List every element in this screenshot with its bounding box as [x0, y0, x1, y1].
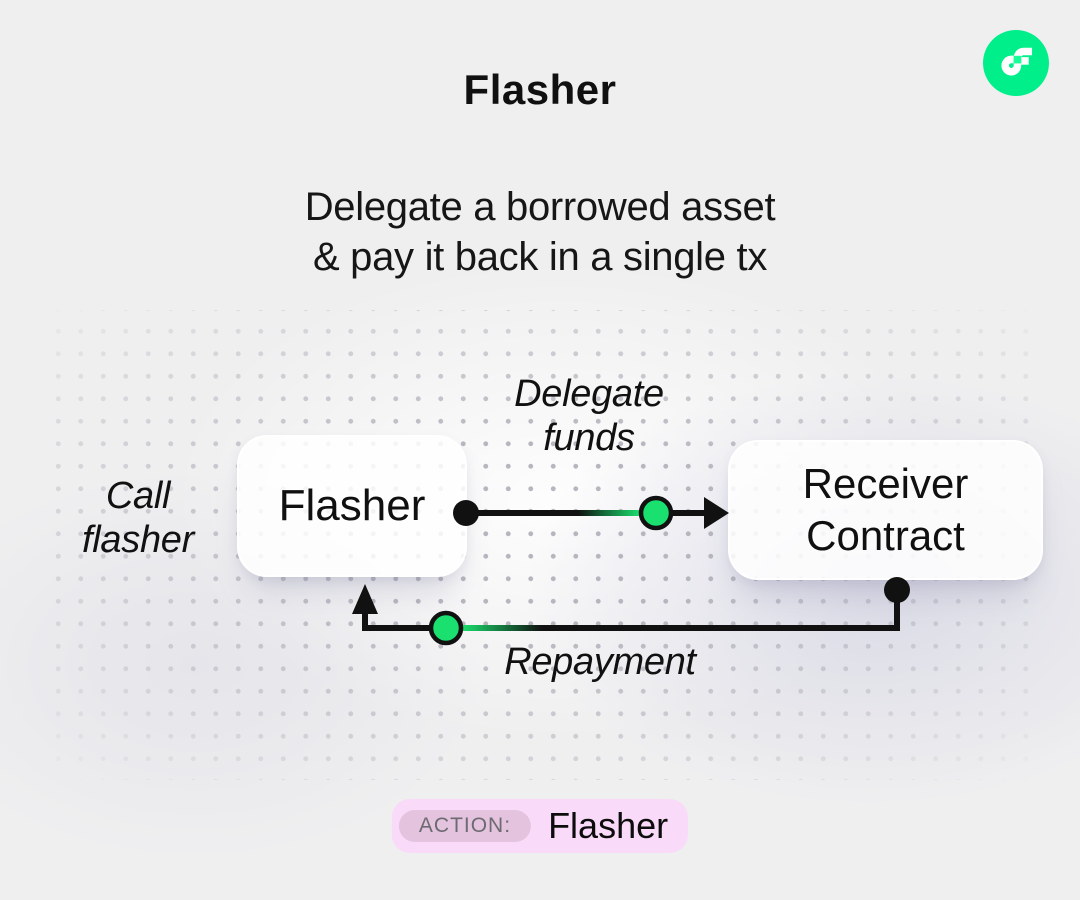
call-flasher-line-2: flasher — [82, 519, 194, 561]
flow-logo-icon — [983, 30, 1049, 96]
flow-logo-svg — [983, 30, 1049, 96]
delegate-funds-line-2: funds — [543, 417, 635, 459]
receiver-contract-node: Receiver Contract — [728, 440, 1043, 580]
subtitle-line-2: & pay it back in a single tx — [312, 235, 768, 279]
receiver-node-line-1: Receiver — [802, 460, 969, 507]
page-title: Flasher — [463, 66, 617, 113]
page-subtitle: Delegate a borrowed asset & pay it back … — [0, 182, 1080, 282]
receiver-node-label: Receiver Contract — [803, 458, 969, 562]
call-flasher-line-1: Call — [105, 475, 171, 517]
delegate-funds-label: Delegate funds — [489, 372, 689, 460]
receiver-node-line-2: Contract — [806, 512, 965, 559]
flasher-node: Flasher — [237, 435, 467, 577]
delegate-funds-line-1: Delegate — [514, 373, 664, 415]
action-badge: ACTION: Flasher — [391, 799, 689, 853]
action-value: Flasher — [548, 805, 669, 846]
flasher-node-label: Flasher — [278, 481, 426, 530]
repayment-label: Repayment — [504, 641, 696, 683]
call-flasher-label: Call flasher — [38, 474, 238, 562]
subtitle-line-1: Delegate a borrowed asset — [304, 185, 776, 229]
action-tag: ACTION: — [398, 810, 532, 842]
